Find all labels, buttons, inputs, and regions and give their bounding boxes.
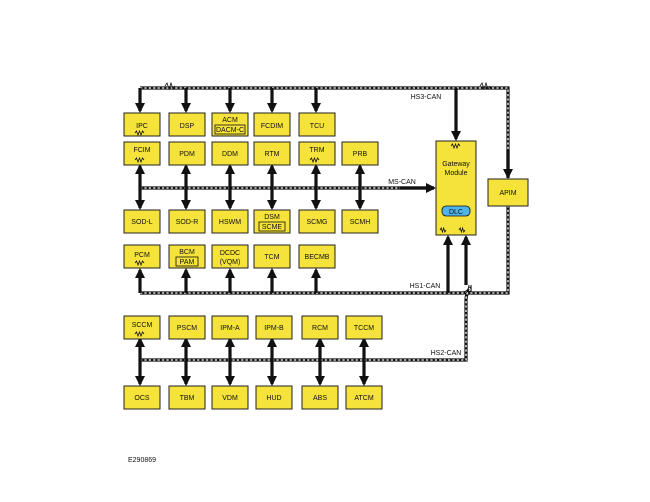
module-pdm: PDM: [168, 141, 206, 166]
module-sod-l: SOD-L: [123, 209, 161, 234]
module-dacm-label: DACM-C: [216, 127, 244, 134]
figure-id: E290869: [128, 457, 157, 464]
module-ocs-label: OCS: [134, 395, 150, 402]
module-sod-l-label: SOD-L: [131, 219, 153, 226]
module-rtm-label: RTM: [264, 151, 279, 158]
module-pscm-label: PSCM: [177, 325, 197, 332]
module-pcm-label: PCM: [134, 252, 150, 259]
module-tcm: TCM: [253, 244, 291, 269]
module-abs-label: ABS: [313, 395, 327, 402]
module-scme-label: SCME: [262, 224, 283, 231]
module-trm: TRM: [298, 141, 336, 166]
module-fcdim-label: FCDIM: [261, 123, 283, 130]
module-rtm: RTM: [253, 141, 291, 166]
module-becmb: BECMB: [298, 244, 336, 269]
module-hud: HUD: [255, 385, 293, 410]
module-ipm-a: IPM-A: [211, 315, 249, 340]
module-tccm-label: TCCM: [354, 325, 374, 332]
module-scmg: SCMG: [298, 209, 336, 234]
module-pam-label: PAM: [180, 259, 195, 266]
dlc-connector: [441, 205, 471, 217]
module-sod-r-label: SOD-R: [176, 219, 199, 226]
module-becmb-label: BECMB: [305, 254, 330, 261]
module-tcu: TCU: [298, 112, 336, 137]
module-trm-label: TRM: [309, 147, 324, 154]
module-sod-r: SOD-R: [168, 209, 206, 234]
hs2-can-bus: [140, 288, 472, 362]
module-dcdc: DCDC (VQM): [211, 244, 249, 269]
ms-can-label: MS-CAN: [388, 179, 416, 186]
gateway-module: Gateway Module DLC: [435, 140, 477, 236]
module-sccm-label: SCCM: [132, 322, 153, 329]
module-dsp-label: DSP: [180, 123, 195, 130]
module-rcm-label: RCM: [312, 325, 328, 332]
module-ddm: DDM: [211, 141, 249, 166]
module-acm: ACM DACM-C: [211, 112, 249, 137]
module-bcm-label: BCM: [179, 249, 195, 256]
module-vqm-label: (VQM): [220, 259, 241, 266]
hs3-can-label: HS3-CAN: [411, 94, 442, 101]
hs1-drops: [134, 234, 472, 293]
module-ipc-label: IPC: [136, 123, 148, 130]
module-ocs: OCS: [123, 385, 161, 410]
module-apim: APIM: [487, 178, 529, 207]
module-hud-label: HUD: [266, 395, 281, 402]
module-ddm-label: DDM: [222, 151, 238, 158]
module-prb: PRB: [341, 141, 379, 166]
module-dsm: DSM SCME: [253, 209, 291, 234]
hs3-can-bus: [140, 81, 510, 178]
module-atcm-label: ATCM: [354, 395, 373, 402]
module-hswm: HSWM: [211, 209, 249, 234]
module-dcdc-label: DCDC: [220, 250, 240, 257]
module-ipm-a-label: IPM-A: [220, 325, 240, 332]
module-rcm: RCM: [301, 315, 339, 340]
hs2-can-label: HS2-CAN: [431, 350, 462, 357]
module-hswm-label: HSWM: [219, 219, 241, 226]
module-pscm: PSCM: [168, 315, 206, 340]
module-ipc: IPC: [123, 112, 161, 137]
module-prb-label: PRB: [353, 151, 368, 158]
module-fcim: FCIM: [123, 141, 161, 166]
hs3-drops: [134, 88, 514, 180]
module-tbm-label: TBM: [180, 395, 195, 402]
module-dsp: DSP: [168, 112, 206, 137]
module-tcm-label: TCM: [264, 254, 279, 261]
module-apim-label: APIM: [499, 190, 516, 197]
module-dsm-label: DSM: [264, 214, 280, 221]
module-fcim-label: FCIM: [133, 147, 150, 154]
module-vdm-label: VDM: [222, 395, 238, 402]
module-fcdim: FCDIM: [253, 112, 291, 137]
module-pcm: PCM: [123, 244, 161, 269]
module-tccm: TCCM: [345, 315, 383, 340]
hs1-can-label: HS1-CAN: [410, 283, 441, 290]
module-sccm: SCCM: [123, 315, 161, 340]
module-scmg-label: SCMG: [307, 219, 328, 226]
module-pdm-label: PDM: [179, 151, 195, 158]
gateway-label-1: Gateway: [442, 161, 470, 168]
module-tcu-label: TCU: [310, 123, 324, 130]
module-scmh: SCMH: [341, 209, 379, 234]
hs2-drops: [134, 336, 370, 387]
ms-drops: [134, 163, 437, 211]
module-atcm: ATCM: [345, 385, 383, 410]
dlc-label: DLC: [449, 209, 463, 216]
module-ipm-b-label: IPM-B: [264, 325, 284, 332]
module-acm-label: ACM: [222, 117, 238, 124]
gateway-label-2: Module: [445, 170, 468, 177]
module-abs: ABS: [301, 385, 339, 410]
module-scmh-label: SCMH: [350, 219, 371, 226]
module-tbm: TBM: [168, 385, 206, 410]
module-vdm: VDM: [211, 385, 249, 410]
module-ipm-b: IPM-B: [255, 315, 293, 340]
module-bcm: BCM PAM: [168, 244, 206, 269]
